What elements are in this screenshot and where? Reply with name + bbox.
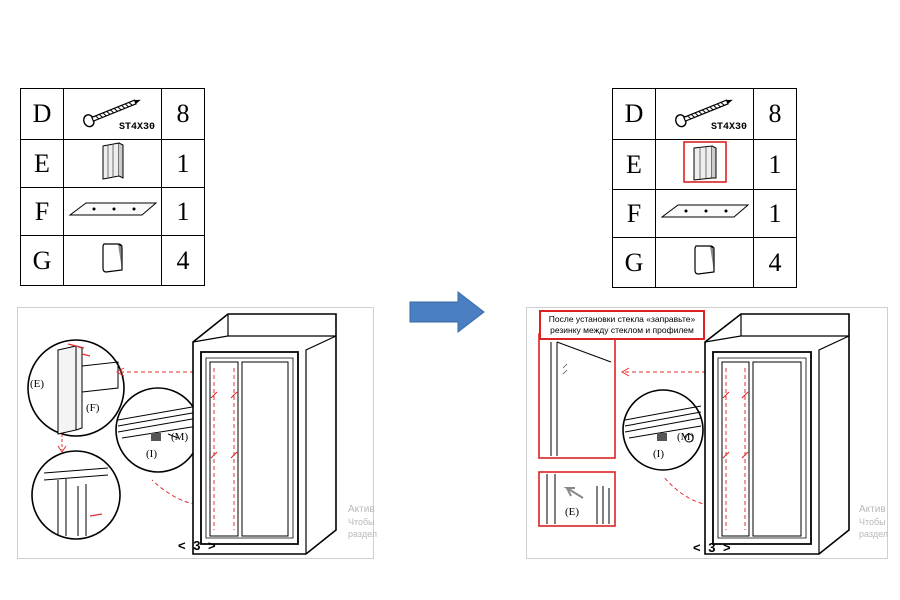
watermark-line: Актив [348,504,375,515]
watermark-line: раздел [348,529,378,539]
instruction-figure-left: (E) (F) (I) (M) Актив Чтобы раздел < 3 > [17,307,377,559]
part-letter: F [612,189,656,238]
part-image-cell [655,189,754,238]
part-qty: 1 [753,139,797,190]
instruction-figure-right: После установки стекла «заправьте» резин… [526,307,888,559]
assembly-diagram-right [538,313,850,555]
part-qty: 4 [753,237,797,288]
seal-profile-icon [682,141,727,183]
callout-e: (E) [565,506,580,518]
callout-i: (I) [653,448,664,460]
part-image-cell: ST4X30 [63,88,162,140]
cap-icon [101,243,123,273]
cap-icon [693,245,715,275]
part-image-cell [63,235,162,286]
part-image-cell [63,139,162,188]
screw-icon [82,99,141,128]
part-image-cell [63,187,162,236]
page-number: < 3 > [178,538,218,553]
part-qty: 1 [753,189,797,238]
callout-f: (F) [86,402,100,414]
part-qty: 4 [161,235,205,286]
part-letter: G [612,237,656,288]
screw-size-label: ST4X30 [710,122,747,133]
callout-m: (M) [171,431,189,443]
watermark-line: Чтобы [859,517,886,527]
part-image-cell [655,139,754,190]
part-letter: F [20,187,64,236]
part-qty: 8 [753,88,797,140]
highlight-box [682,141,727,183]
watermark-line: Актив [859,504,886,515]
part-qty: 8 [161,88,205,140]
assembly-diagram-left [27,313,337,555]
parts-table-right: D ST4X30 8 E 1 F [612,88,797,288]
part-letter: D [612,88,656,140]
screw-icon [674,99,733,128]
watermark-line: Чтобы [348,517,375,527]
callout-m: (M) [677,431,695,443]
part-image-cell: ST4X30 [655,88,754,140]
part-letter: E [612,139,656,190]
part-letter: D [20,88,64,140]
arrow-right-icon [409,290,485,334]
part-letter: E [20,139,64,188]
seal-profile-icon [102,142,123,180]
part-qty: 1 [161,187,205,236]
part-image-cell [655,237,754,288]
plate-icon [660,204,749,218]
page-number: < 3 > [693,540,733,555]
installation-note: После установки стекла «заправьте» резин… [539,310,705,340]
part-qty: 1 [161,139,205,188]
watermark: Актив Чтобы раздел [859,504,888,540]
part-letter: G [20,235,64,286]
watermark-line: раздел [859,529,889,539]
plate-icon [68,202,157,216]
parts-table-left: D ST4X30 8 E 1 F [20,88,205,286]
screw-size-label: ST4X30 [118,122,155,133]
callout-e: (E) [30,378,45,390]
callout-i: (I) [146,448,157,460]
watermark: Актив Чтобы раздел [348,504,377,540]
